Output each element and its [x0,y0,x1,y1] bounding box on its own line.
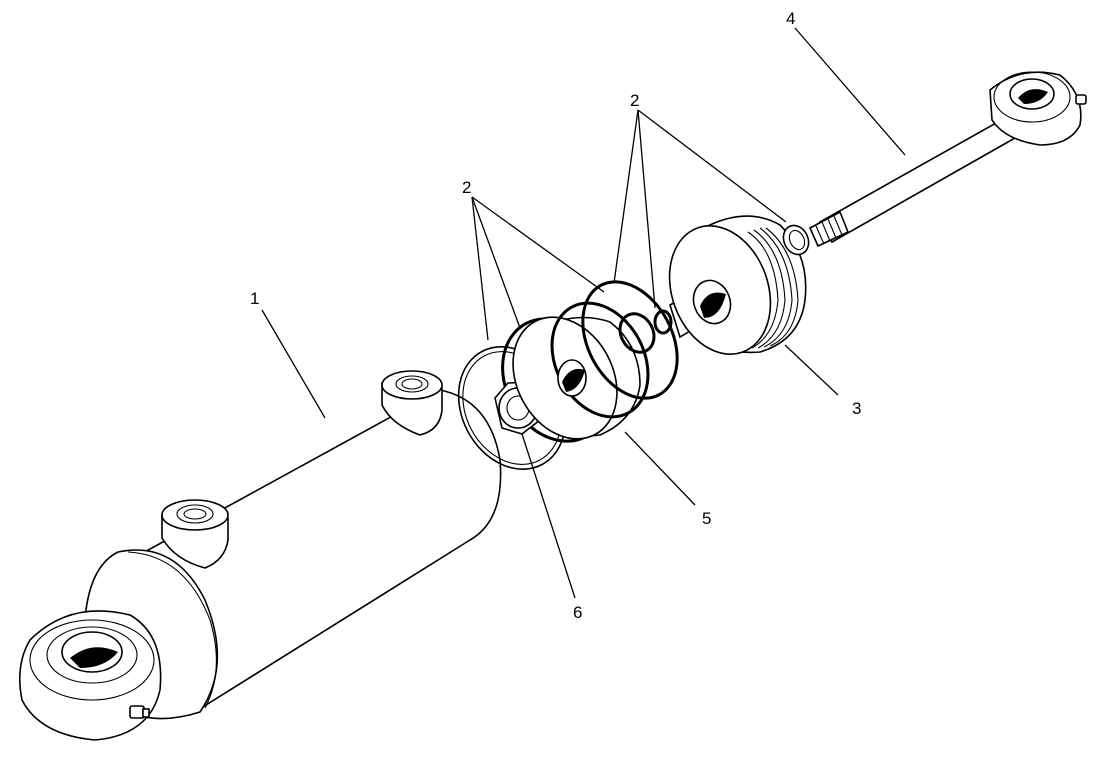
callout-3: 3 [852,399,861,418]
leader-lines [261,27,906,599]
callout-6: 6 [573,603,582,622]
rod-seal-ring [782,224,810,256]
callout-1: 1 [250,289,259,308]
piston [512,301,650,440]
gland [668,215,807,355]
barrel-assembly [19,370,502,741]
grease-nipple-rear [129,705,150,719]
rod-clevis-eye [989,71,1087,146]
leader-2-piston-a [471,196,489,341]
callout-2-rod: 2 [630,91,639,110]
leader-5 [624,431,696,506]
seal-ring-small [618,312,656,354]
leader-2-piston-b [471,196,521,329]
leader-6 [521,433,576,599]
leader-1 [261,309,326,419]
front-port-boss [381,370,443,436]
gland-threads [747,227,799,349]
leader-4 [794,27,906,156]
leader-2-rod-a [613,109,639,284]
middle-seal-rings [581,280,679,400]
seal-ring-large [581,280,679,400]
leader-2-rod-c [637,109,787,223]
rear-port-boss [161,499,229,569]
callout-5: 5 [702,509,711,528]
callout-4: 4 [786,9,795,28]
callout-labels: 1 2 2 3 4 5 6 [250,9,861,622]
leader-2-piston-c [471,196,605,293]
leader-3 [784,344,839,396]
rear-clevis-eye [19,610,162,741]
leader-2-rod-b [637,109,656,309]
piston-rod [808,71,1087,248]
callout-2-piston: 2 [462,178,471,197]
